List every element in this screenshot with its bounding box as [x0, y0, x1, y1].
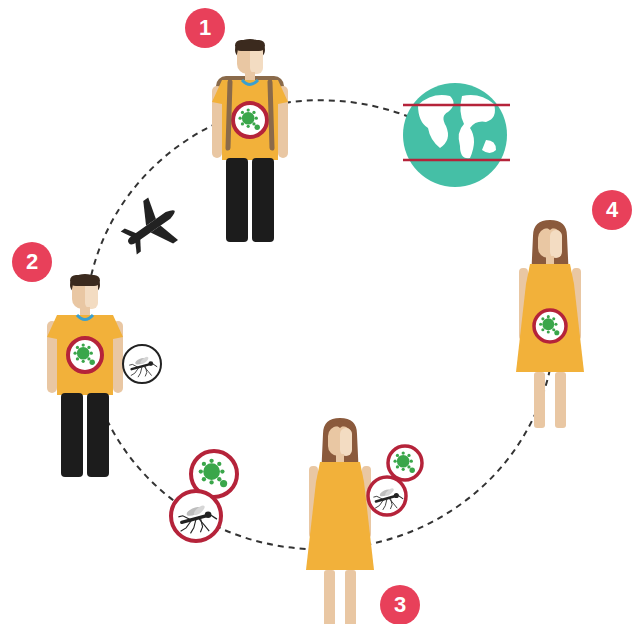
- callout-number: 1: [185, 8, 225, 48]
- callout-number: 3: [380, 585, 420, 624]
- callout-number: 2: [12, 242, 52, 282]
- virus-badge: [534, 310, 566, 342]
- virus-badge: [388, 446, 422, 480]
- mosquito-badge: [171, 491, 221, 541]
- mosquito-badge: [368, 477, 406, 515]
- backpack-straps: [228, 82, 272, 148]
- mosquito-badge: [123, 345, 161, 383]
- callout-number: 4: [592, 190, 632, 230]
- infected-person: [516, 220, 584, 428]
- returned-traveller: [47, 274, 123, 477]
- airplane: [114, 189, 190, 264]
- local-person: [306, 418, 374, 624]
- globe: [403, 83, 510, 187]
- traveller: [212, 39, 288, 242]
